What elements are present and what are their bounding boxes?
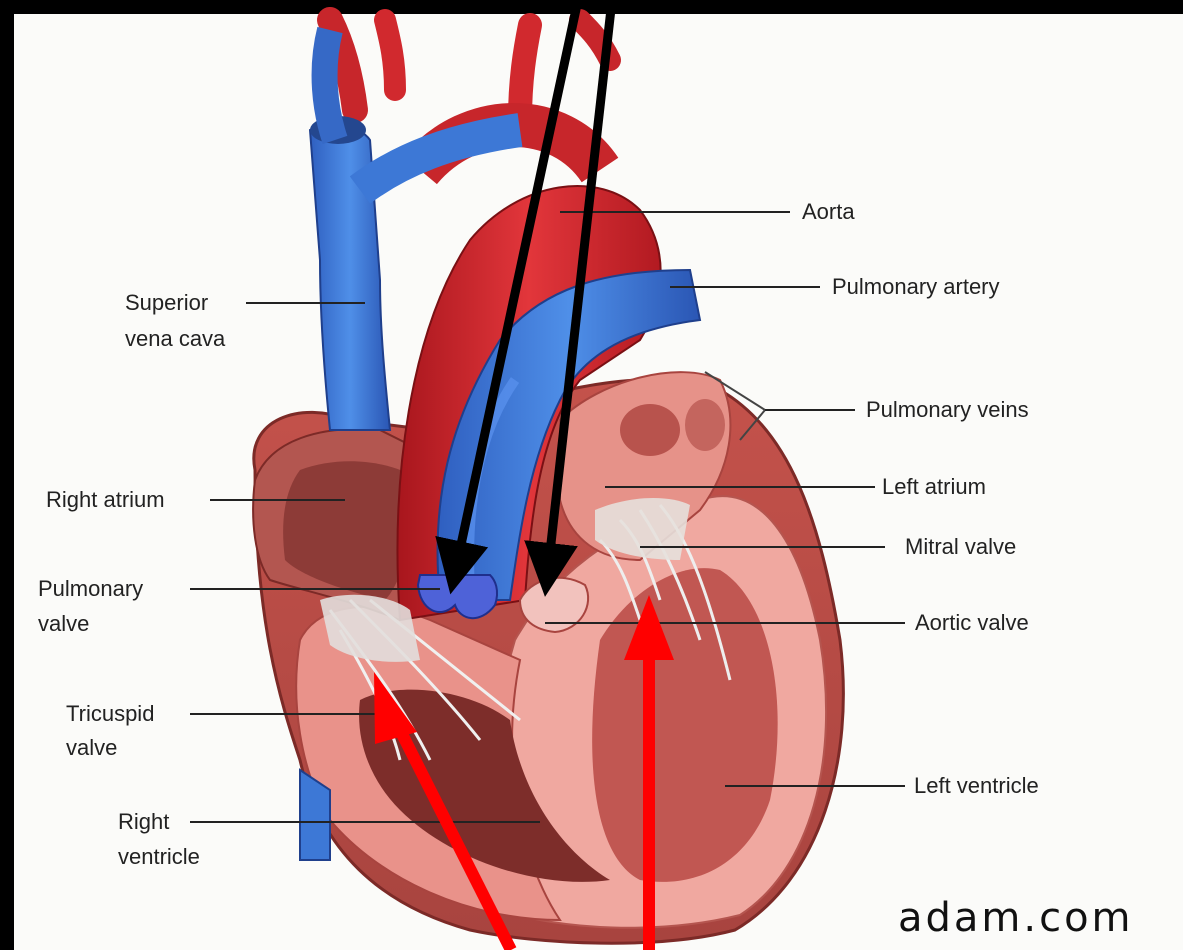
label-right-ventricle-line1: Right (118, 806, 169, 838)
adam-watermark: adam.com (898, 895, 1134, 941)
label-pulmonary-valve-line1: Pulmonary (38, 573, 143, 605)
pulmonary-vein-stub (685, 399, 725, 451)
label-aortic-valve: Aortic valve (915, 607, 1029, 639)
label-superior-vena-cava-line1: Superior (125, 287, 208, 319)
label-aorta: Aorta (802, 196, 855, 228)
label-tricuspid-valve-line2: valve (66, 732, 117, 764)
label-pulmonary-veins: Pulmonary veins (866, 394, 1029, 426)
label-right-atrium: Right atrium (46, 484, 165, 516)
left-ventricle-cavity (592, 568, 778, 882)
pulmonary-vein-opening (620, 404, 680, 456)
label-left-atrium: Left atrium (882, 471, 986, 503)
label-mitral-valve: Mitral valve (905, 531, 1016, 563)
label-right-ventricle-line2: ventricle (118, 841, 200, 873)
label-superior-vena-cava-line2: vena cava (125, 323, 225, 355)
label-tricuspid-valve-line1: Tricuspid (66, 698, 154, 730)
label-left-ventricle: Left ventricle (914, 770, 1039, 802)
label-pulmonary-valve-line2: valve (38, 608, 89, 640)
label-pulmonary-artery: Pulmonary artery (832, 271, 1000, 303)
jugular-vein (325, 30, 335, 140)
aortic-branch-2 (385, 20, 395, 90)
brachiocephalic-vein (360, 130, 520, 190)
